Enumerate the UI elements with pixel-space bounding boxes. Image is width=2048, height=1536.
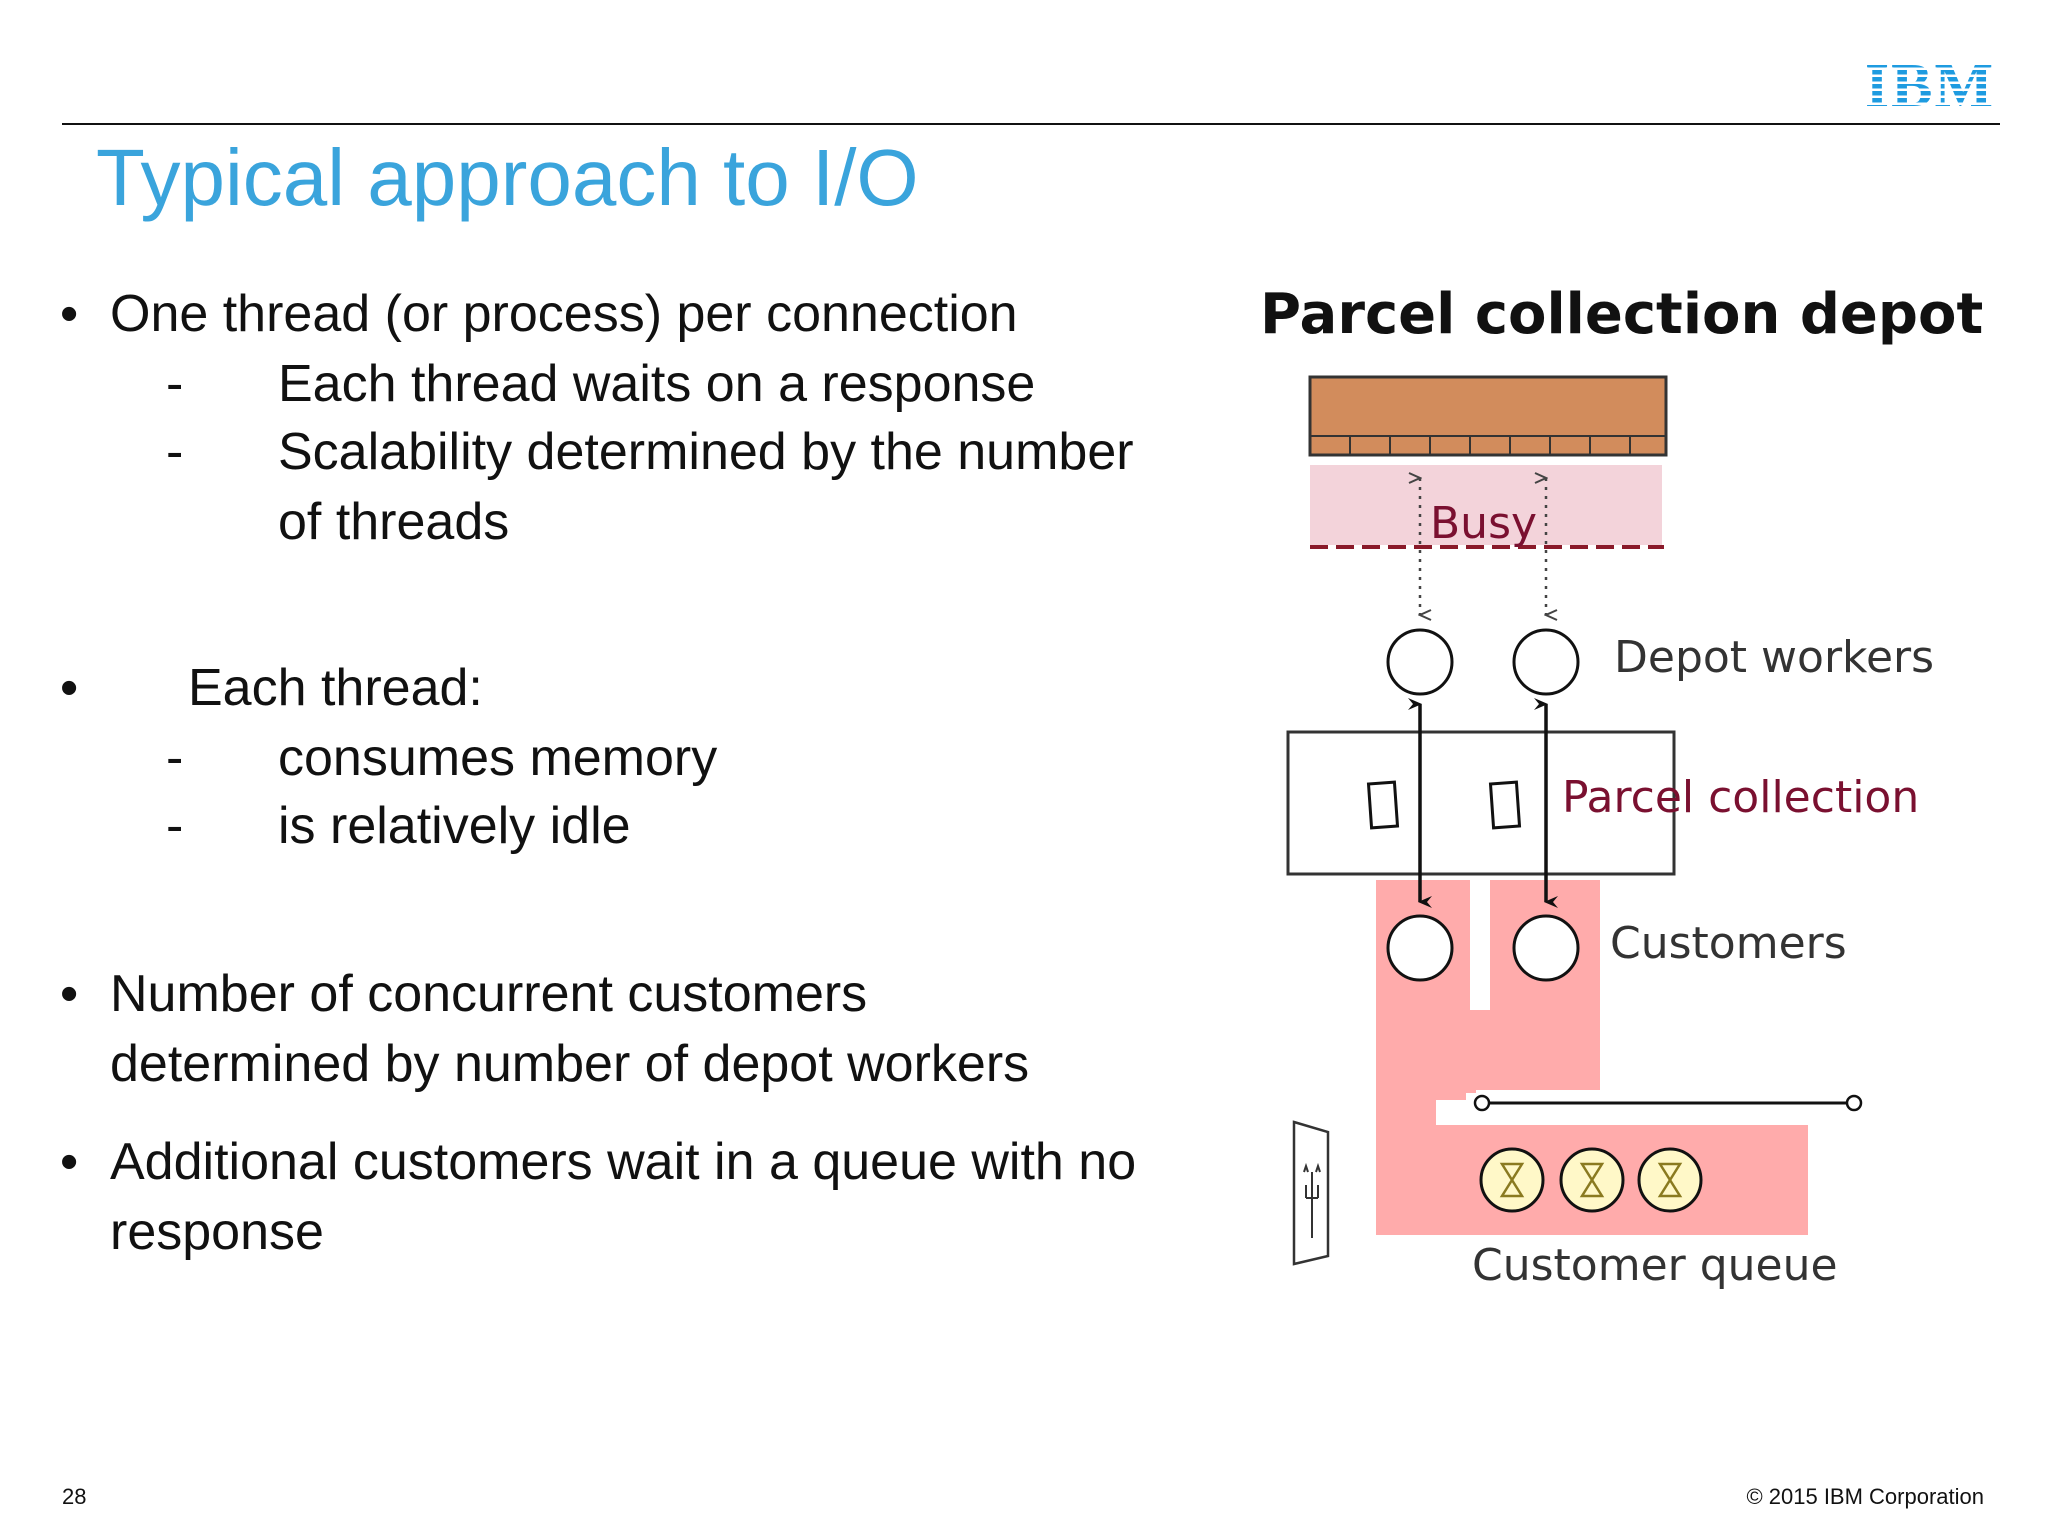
bullet-3-line-1: Number of concurrent customers xyxy=(110,965,868,1023)
bullet-1-text: One thread (or process) per connection xyxy=(110,285,1018,343)
customer xyxy=(1512,914,1580,982)
queue-area-connector xyxy=(1376,1090,1436,1130)
bullet-marker: • xyxy=(60,285,79,343)
parcel-collection-box xyxy=(1286,730,1676,876)
busy-zone xyxy=(1310,465,1662,545)
parcel-depot-diagram: Parcel collection depot Busy Depot worke… xyxy=(1240,270,2040,1310)
bullet-2-text: Each thread: xyxy=(188,659,483,717)
door-icon xyxy=(1292,1120,1330,1266)
depot-worker xyxy=(1386,628,1454,696)
diagram-title: Parcel collection depot xyxy=(1260,282,1984,347)
barrier-post xyxy=(1473,1094,1491,1112)
bullet-1-sub-2-cont: of threads xyxy=(278,493,510,551)
page-number: 28 xyxy=(62,1484,87,1509)
bullet-1-sub-2: Scalability determined by the number xyxy=(278,423,1134,481)
copyright: © 2015 IBM Corporation xyxy=(1746,1484,1984,1509)
dash-marker: - xyxy=(166,797,184,855)
depot-worker xyxy=(1512,628,1580,696)
bullet-marker: • xyxy=(60,1133,79,1191)
ibm-logo: IBM xyxy=(1865,56,1995,112)
customer xyxy=(1386,914,1454,982)
customer-queue-label: Customer queue xyxy=(1472,1240,1838,1291)
dash-marker: - xyxy=(166,423,184,481)
parcel-collection-label: Parcel collection xyxy=(1562,772,1920,823)
shelf-slots xyxy=(1310,435,1666,455)
barrier-post xyxy=(1845,1094,1863,1112)
bullet-marker: • xyxy=(60,659,79,717)
slide-title: Typical approach to I/O xyxy=(96,133,919,222)
parcel xyxy=(1366,780,1400,830)
depot-workers-label: Depot workers xyxy=(1614,632,1935,683)
hourglass-icon xyxy=(1479,1147,1545,1213)
bullet-1-sub-1: Each thread waits on a response xyxy=(278,355,1036,413)
bullet-4-line-1: Additional customers wait in a queue wit… xyxy=(110,1133,1137,1191)
svg-text:IBM: IBM xyxy=(1865,56,1995,112)
hourglass-icon xyxy=(1559,1147,1625,1213)
header-rule xyxy=(62,123,2000,125)
bullet-4-line-2: response xyxy=(110,1203,324,1261)
bullet-marker: • xyxy=(60,965,79,1023)
dash-marker: - xyxy=(166,355,184,413)
bullet-2-sub-1: consumes memory xyxy=(278,729,718,787)
diagram-drawing xyxy=(1286,375,1863,1266)
divider-gap xyxy=(1470,880,1490,1010)
parcel xyxy=(1488,780,1522,830)
bullet-list: • One thread (or process) per connection… xyxy=(60,285,1137,1261)
dash-marker: - xyxy=(166,729,184,787)
bullet-2-sub-2: is relatively idle xyxy=(278,797,631,855)
busy-label: Busy xyxy=(1430,498,1538,549)
bullet-3-line-2: determined by number of depot workers xyxy=(110,1035,1030,1093)
customers-label: Customers xyxy=(1610,918,1847,969)
parcel-shelf xyxy=(1308,375,1668,457)
hourglass-icon xyxy=(1637,1147,1703,1213)
